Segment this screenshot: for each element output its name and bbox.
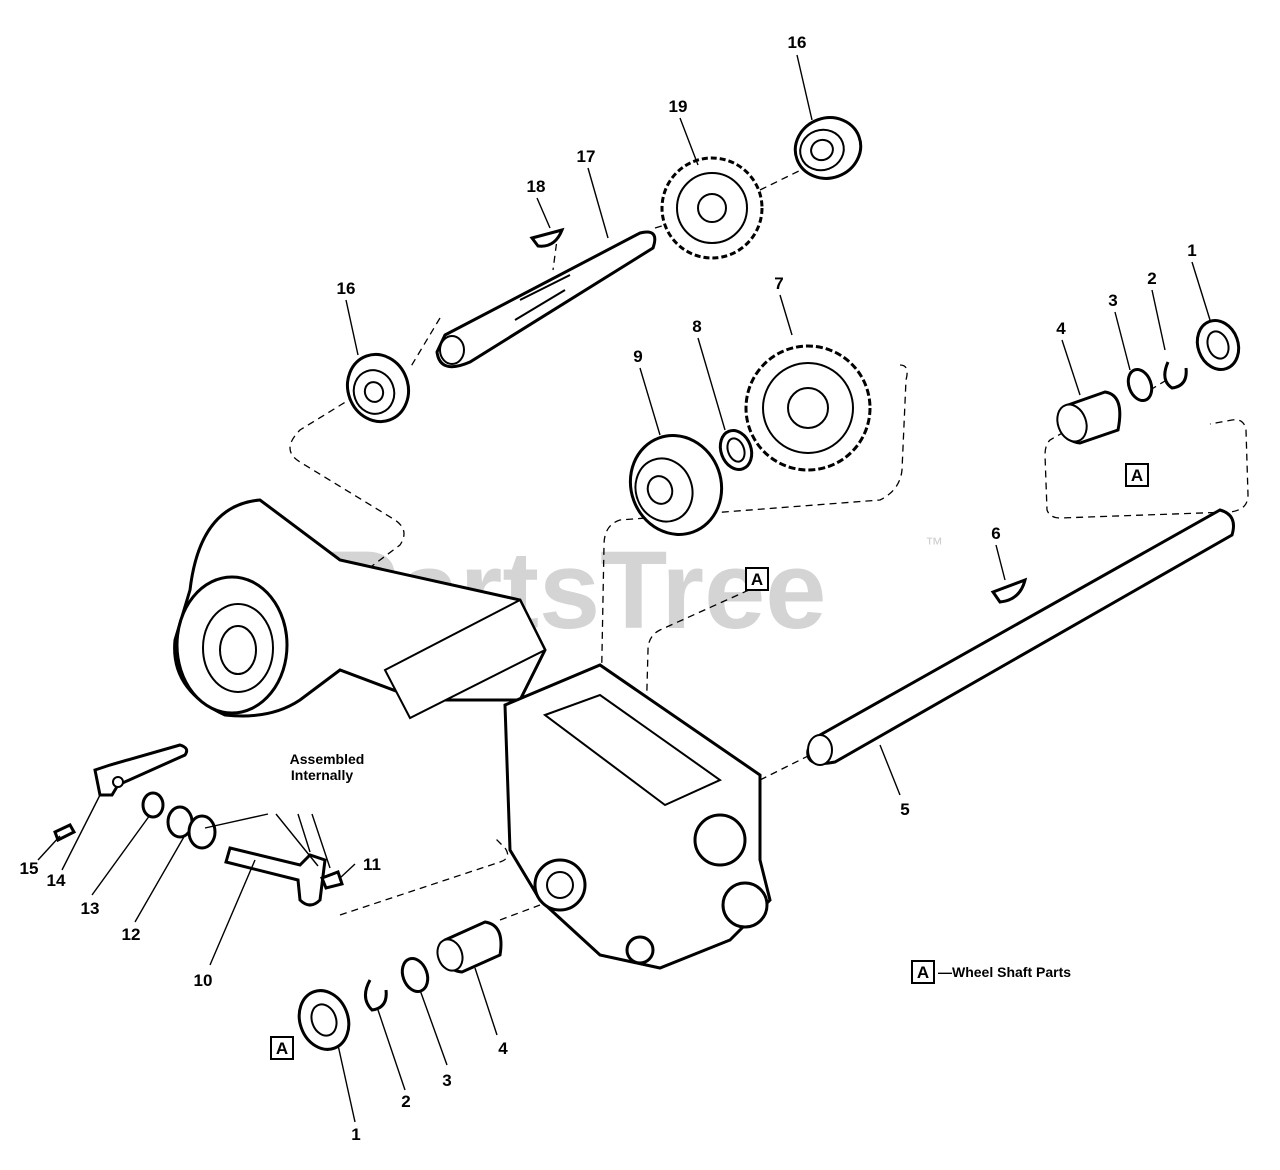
callout-2-lower: 2	[401, 1092, 410, 1111]
callout-18: 18	[527, 177, 546, 196]
assembled-internally-note: Assembled Internally	[290, 751, 365, 783]
callout-7: 7	[774, 274, 783, 293]
bearing-16-lower	[346, 352, 410, 424]
callout-8: 8	[692, 317, 701, 336]
callouts: 16 19 17 18 16 7 8 9 1 2 3 4 6 5 11 15 1…	[20, 33, 1197, 1144]
callout-16-upper: 16	[788, 33, 807, 52]
transmission-case	[503, 663, 772, 970]
shaft-axis-line-3	[759, 167, 806, 191]
group-marker-a-right: A	[1125, 463, 1149, 487]
callout-4-upper: 4	[1056, 319, 1066, 338]
parts	[53, 116, 1241, 1051]
washer-3-upper	[1126, 368, 1154, 402]
shaft-axis-line-1	[409, 317, 441, 369]
gear-19	[660, 156, 764, 260]
retaining-ring-2-upper	[1163, 361, 1188, 390]
svg-text:A: A	[1131, 466, 1143, 485]
bearing-to-housing-line	[289, 389, 405, 576]
spacer-4-upper	[1056, 390, 1122, 445]
shift-lever-line	[339, 837, 509, 916]
legend-marker-a: A	[911, 960, 935, 984]
callout-15: 15	[20, 859, 39, 878]
collar-1-lower	[297, 989, 351, 1051]
group-a-wheel-parts-line	[1044, 419, 1249, 519]
callout-17: 17	[577, 147, 596, 166]
retaining-ring-2-lower	[364, 979, 388, 1012]
callout-14: 14	[47, 871, 66, 890]
spacer-4-lower	[436, 920, 503, 974]
wheel-shaft-axis-line	[759, 754, 811, 781]
wheel-shaft-5	[806, 508, 1235, 766]
leader-lines	[37, 54, 1211, 1123]
washer-3-lower	[400, 957, 430, 993]
axle-housing	[173, 498, 547, 720]
key-18	[529, 227, 565, 248]
callout-11: 11	[363, 855, 381, 874]
svg-text:A: A	[751, 570, 763, 589]
callout-5: 5	[900, 800, 909, 819]
shaft-17	[435, 230, 657, 369]
callout-1-lower: 1	[351, 1125, 360, 1144]
washer-13	[141, 791, 165, 819]
clutch-9	[628, 434, 724, 536]
gear-7	[744, 344, 872, 472]
callout-19: 19	[669, 97, 688, 116]
lower-axis-line	[499, 904, 541, 921]
washer-8	[718, 429, 754, 471]
callout-16-lower: 16	[337, 279, 356, 298]
callout-13: 13	[81, 899, 100, 918]
bearing-16-upper	[793, 116, 863, 180]
callout-1-upper: 1	[1187, 241, 1196, 260]
key-6	[990, 577, 1028, 604]
group-a-housing-line	[644, 584, 761, 761]
callout-3-upper: 3	[1108, 291, 1117, 310]
callout-3-lower: 3	[442, 1071, 451, 1090]
screw-11	[320, 870, 344, 890]
callout-9: 9	[633, 347, 642, 366]
group-marker-a-lower: A	[270, 1036, 294, 1060]
note-line-1: Assembled	[290, 751, 365, 767]
callout-10: 10	[194, 971, 213, 990]
legend-text: —Wheel Shaft Parts	[938, 964, 1071, 980]
watermark-trademark: ™	[925, 534, 943, 554]
shift-lever-10	[224, 846, 327, 907]
callout-4-lower: 4	[498, 1039, 508, 1058]
note-line-2: Internally	[291, 767, 353, 783]
group-marker-a-center: A	[745, 567, 769, 591]
collar-1-upper	[1195, 319, 1241, 371]
shift-fork-14	[93, 743, 189, 797]
svg-text:A: A	[276, 1039, 288, 1058]
wheel-axis-line	[1149, 377, 1171, 391]
callout-2-upper: 2	[1147, 269, 1156, 288]
gear-to-housing-line	[599, 364, 908, 761]
callout-12: 12	[122, 925, 141, 944]
svg-text:A: A	[917, 963, 929, 982]
legend: A —Wheel Shaft Parts	[911, 960, 1071, 984]
spring-12	[166, 805, 217, 850]
callout-6: 6	[991, 524, 1000, 543]
